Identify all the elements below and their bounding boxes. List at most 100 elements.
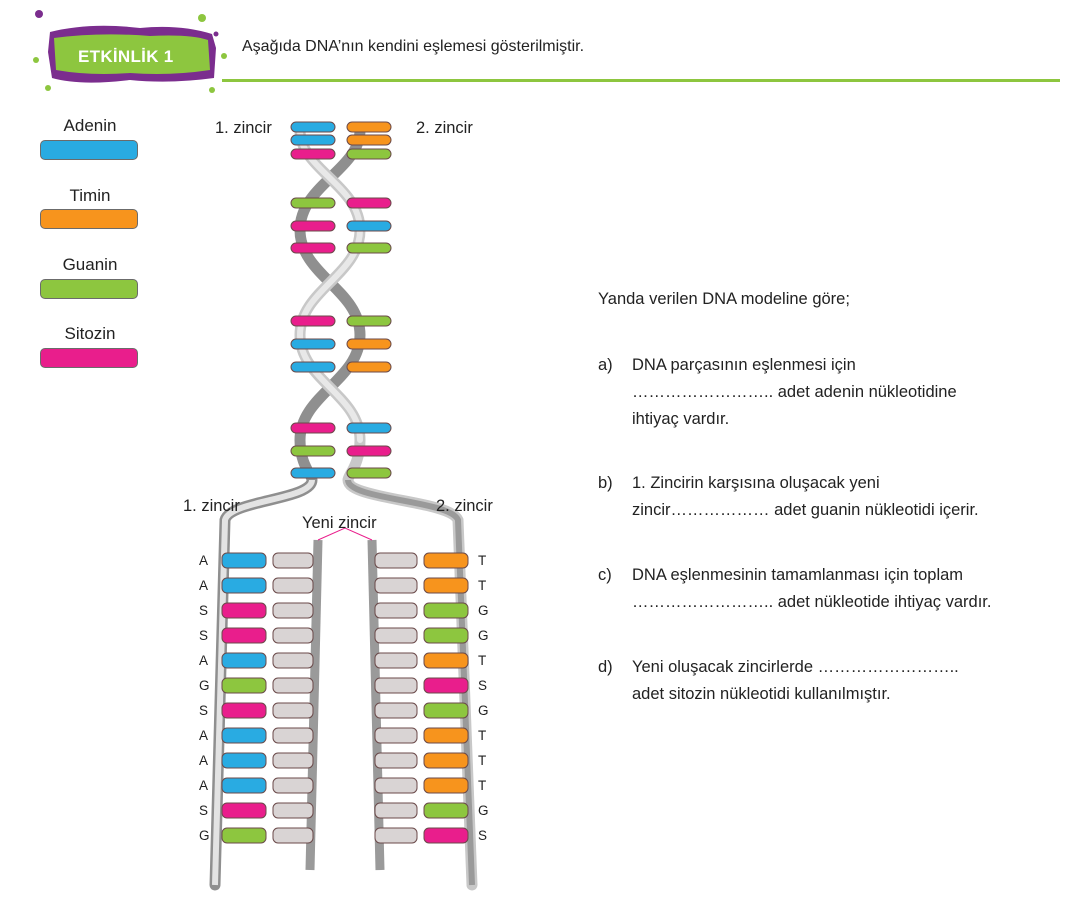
helix-base-left <box>290 242 336 254</box>
helix-base-right <box>346 361 392 373</box>
strand-1-base-letter: S <box>199 603 208 618</box>
strand-2-nucleotide <box>423 602 469 619</box>
strand-2-base-letter: T <box>478 778 486 793</box>
top-strand-2-label: 2. zincir <box>416 119 473 137</box>
strand-1-base-letter: A <box>199 728 208 743</box>
legend-label-adenine: Adenin <box>63 116 117 135</box>
question-d-line-2: adet sitozin nükleotidi kullanılmıştır. <box>632 685 891 703</box>
strand-2-base-letter: T <box>478 553 486 568</box>
questions-intro: Yanda verilen DNA modeline göre; <box>598 290 850 308</box>
strand-2-nucleotide <box>423 827 469 844</box>
new-nucleotide-left <box>272 752 314 769</box>
strand-2-base-letter: G <box>478 628 489 643</box>
new-nucleotide-left <box>272 827 314 844</box>
question-a-line-3: ihtiyaç vardır. <box>632 410 730 428</box>
new-strand-label: Yeni zincir <box>302 514 377 532</box>
helix-base-left <box>290 445 336 457</box>
strand-2-base-letter: S <box>478 678 487 693</box>
activity-badge <box>33 10 227 93</box>
strand-2-base-letter: G <box>478 603 489 618</box>
question-a: a) DNA parçasının eşlenmesi için …………………… <box>598 352 1078 434</box>
new-nucleotide-left <box>272 677 314 694</box>
new-nucleotide-right <box>374 552 418 569</box>
helix-base-right <box>346 422 392 434</box>
new-nucleotide-left <box>272 602 314 619</box>
legend-swatch-guanine <box>40 279 138 299</box>
helix-base-right <box>346 315 392 327</box>
helix-base-left <box>290 338 336 350</box>
strand-1-base-letter: S <box>199 803 208 818</box>
legend-label-thymine: Timin <box>69 186 111 205</box>
activity-label: ETKİNLİK 1 <box>78 47 174 66</box>
strand-2-nucleotide <box>423 652 469 669</box>
new-nucleotide-right <box>374 777 418 794</box>
question-b-line-1: 1. Zincirin karşısına oluşacak yeni <box>632 474 880 492</box>
strand-1-base-letter: A <box>199 578 208 593</box>
strand-2-nucleotide <box>423 627 469 644</box>
new-nucleotide-right <box>374 702 418 719</box>
question-d-line-1: Yeni oluşacak zincirlerde …………………….. <box>632 658 959 676</box>
new-nucleotide-right <box>374 727 418 744</box>
new-nucleotide-right <box>374 827 418 844</box>
new-nucleotide-right <box>374 652 418 669</box>
strand-1-base-letter: A <box>199 778 208 793</box>
header-divider <box>222 79 1060 82</box>
strand-1-base-letter: A <box>199 653 208 668</box>
strand-1-nucleotide <box>221 827 267 844</box>
helix-base-pairs <box>290 121 392 479</box>
strand-1-nucleotide <box>221 577 267 594</box>
strand-2-nucleotide <box>423 777 469 794</box>
strand-1-nucleotide <box>221 677 267 694</box>
question-b-line-2: zincir……………… adet guanin nükleotidi içer… <box>632 501 979 519</box>
helix-base-right <box>346 134 392 146</box>
strand-1-nucleotide <box>221 777 267 794</box>
strand-1-base-letter: G <box>199 678 210 693</box>
question-c-letter: c) <box>598 566 612 584</box>
new-nucleotide-left <box>272 802 314 819</box>
question-c: c) DNA eşlenmesinin tamamlanması için to… <box>598 562 1078 618</box>
helix-base-left <box>290 361 336 373</box>
new-nucleotide-right <box>374 627 418 644</box>
strand-2-base-letter: G <box>478 803 489 818</box>
helix-base-right <box>346 445 392 457</box>
strand-2-nucleotide <box>423 677 469 694</box>
bottom-strand-1-label: 1. zincir <box>183 497 240 515</box>
helix-base-left <box>290 467 336 479</box>
strand-2-base-letter: T <box>478 753 486 768</box>
strand-2-nucleotide <box>423 577 469 594</box>
strand-2-nucleotide <box>423 752 469 769</box>
strand-2-nucleotide <box>423 552 469 569</box>
new-nucleotide-left <box>272 777 314 794</box>
strand-2-base-letter: S <box>478 828 487 843</box>
legend-swatch-cytosine <box>40 348 138 368</box>
helix-base-left <box>290 422 336 434</box>
new-nucleotide-left <box>272 627 314 644</box>
top-strand-1-label: 1. zincir <box>215 119 272 137</box>
helix-base-left <box>290 148 336 160</box>
question-d-letter: d) <box>598 658 613 676</box>
new-nucleotide-right <box>374 677 418 694</box>
legend-label-guanine: Guanin <box>62 255 118 274</box>
bottom-strand-2-label: 2. zincir <box>436 497 493 515</box>
helix-base-left <box>290 197 336 209</box>
new-nucleotide-left <box>272 727 314 744</box>
new-nucleotide-left <box>272 577 314 594</box>
strand-1-nucleotide <box>221 602 267 619</box>
strand-2-base-letter: T <box>478 728 486 743</box>
new-strands <box>305 527 385 871</box>
strand-1-nucleotide <box>221 627 267 644</box>
strand-2-base-letter: T <box>478 578 486 593</box>
helix-base-right <box>346 148 392 160</box>
strand-1-nucleotide <box>221 752 267 769</box>
question-d: d) Yeni oluşacak zincirlerde …………………….. … <box>598 654 1078 710</box>
new-nucleotide-left <box>272 652 314 669</box>
strand-1-nucleotide <box>221 702 267 719</box>
new-nucleotide-left <box>272 552 314 569</box>
legend-label-cytosine: Sitozin <box>64 324 116 343</box>
new-nucleotide-right <box>374 577 418 594</box>
strand-1-nucleotide <box>221 552 267 569</box>
strand-2-base-letter: G <box>478 703 489 718</box>
badge-fill <box>54 34 210 74</box>
question-c-line-1: DNA eşlenmesinin tamamlanması için topla… <box>632 566 964 584</box>
